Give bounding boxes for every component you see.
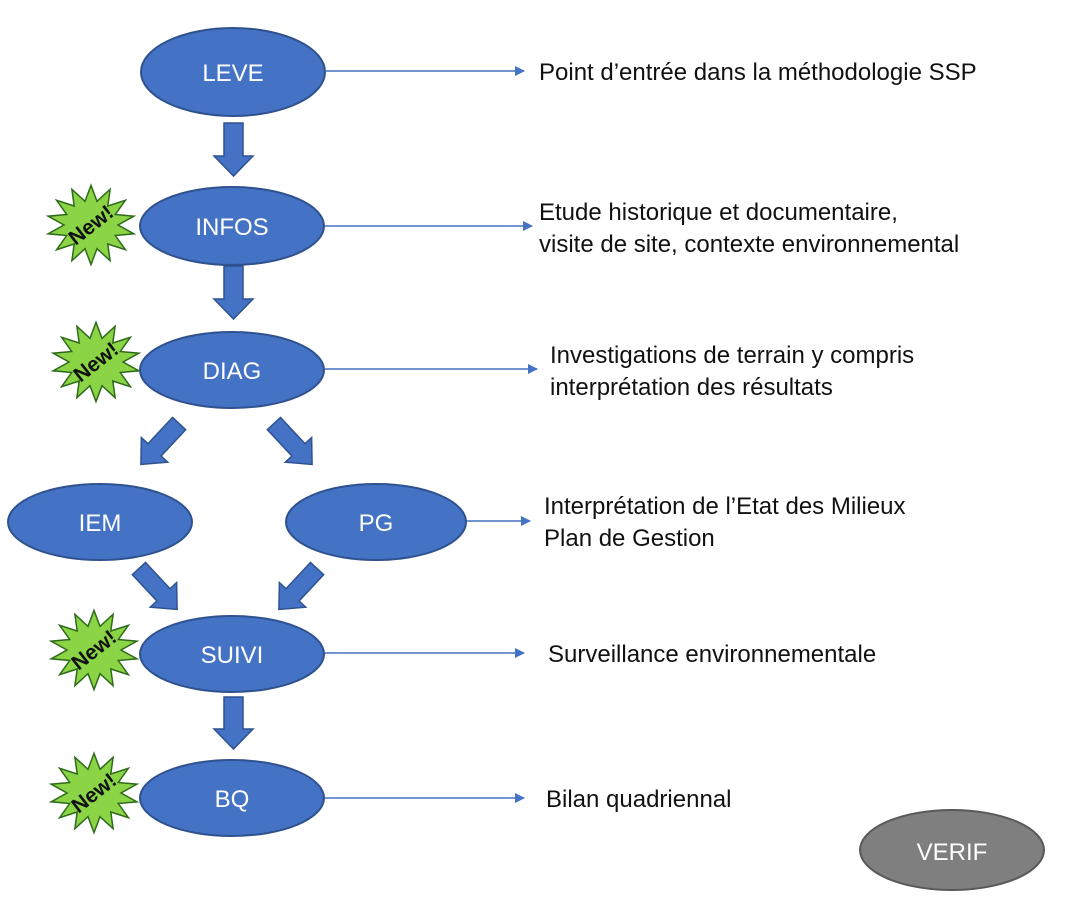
node-bq: BQ <box>139 759 325 837</box>
node-pg-label: PG <box>359 510 394 537</box>
node-bq-label: BQ <box>215 786 250 813</box>
new-badge-suivi: New! <box>48 608 140 692</box>
arrow-diag-to-iem <box>140 416 187 466</box>
desc-leve: Point d’entrée dans la méthodologie SSP <box>539 59 977 86</box>
burst-icon <box>48 751 140 835</box>
flow-arrows <box>131 122 325 751</box>
arrow-suivi-to-bq <box>212 696 255 751</box>
desc-pg: Interprétation de l’Etat des Milieux Pla… <box>544 493 912 552</box>
descriptions: Point d’entrée dans la méthodologie SSP … <box>539 59 977 813</box>
burst-icon <box>45 183 137 267</box>
desc-infos: Etude historique et documentaire, visite… <box>539 199 959 258</box>
arrow-pg-to-suivi <box>278 561 325 611</box>
desc-suivi: Surveillance environnementale <box>548 641 876 668</box>
node-iem-label: IEM <box>79 510 122 537</box>
node-suivi: SUIVI <box>139 615 325 693</box>
desc-bq: Bilan quadriennal <box>546 786 731 813</box>
new-badge-bq: New! <box>48 751 140 835</box>
arrow-leve-to-infos <box>212 122 255 178</box>
node-pg: PG <box>285 483 467 561</box>
burst-icon <box>48 608 140 692</box>
node-diag: DIAG <box>139 331 325 409</box>
arrow-iem-to-suivi <box>131 561 178 611</box>
description-connectors <box>325 66 538 803</box>
arrow-infos-to-diag <box>212 265 255 321</box>
new-badges: New! New! New! New! <box>45 183 142 835</box>
desc-diag: Investigations de terrain y compris inte… <box>550 342 921 401</box>
node-verif-label: VERIF <box>917 839 988 866</box>
node-diag-label: DIAG <box>203 358 262 385</box>
arrow-diag-to-pg <box>266 416 313 466</box>
burst-icon <box>50 320 142 404</box>
node-leve: LEVE <box>140 27 326 117</box>
new-badge-diag: New! <box>50 320 142 404</box>
node-verif: VERIF <box>859 809 1045 891</box>
node-suivi-label: SUIVI <box>201 642 264 669</box>
node-leve-label: LEVE <box>202 60 263 87</box>
node-iem: IEM <box>7 483 193 561</box>
node-infos-label: INFOS <box>195 214 268 241</box>
new-badge-infos: New! <box>45 183 137 267</box>
node-infos: INFOS <box>139 186 325 266</box>
